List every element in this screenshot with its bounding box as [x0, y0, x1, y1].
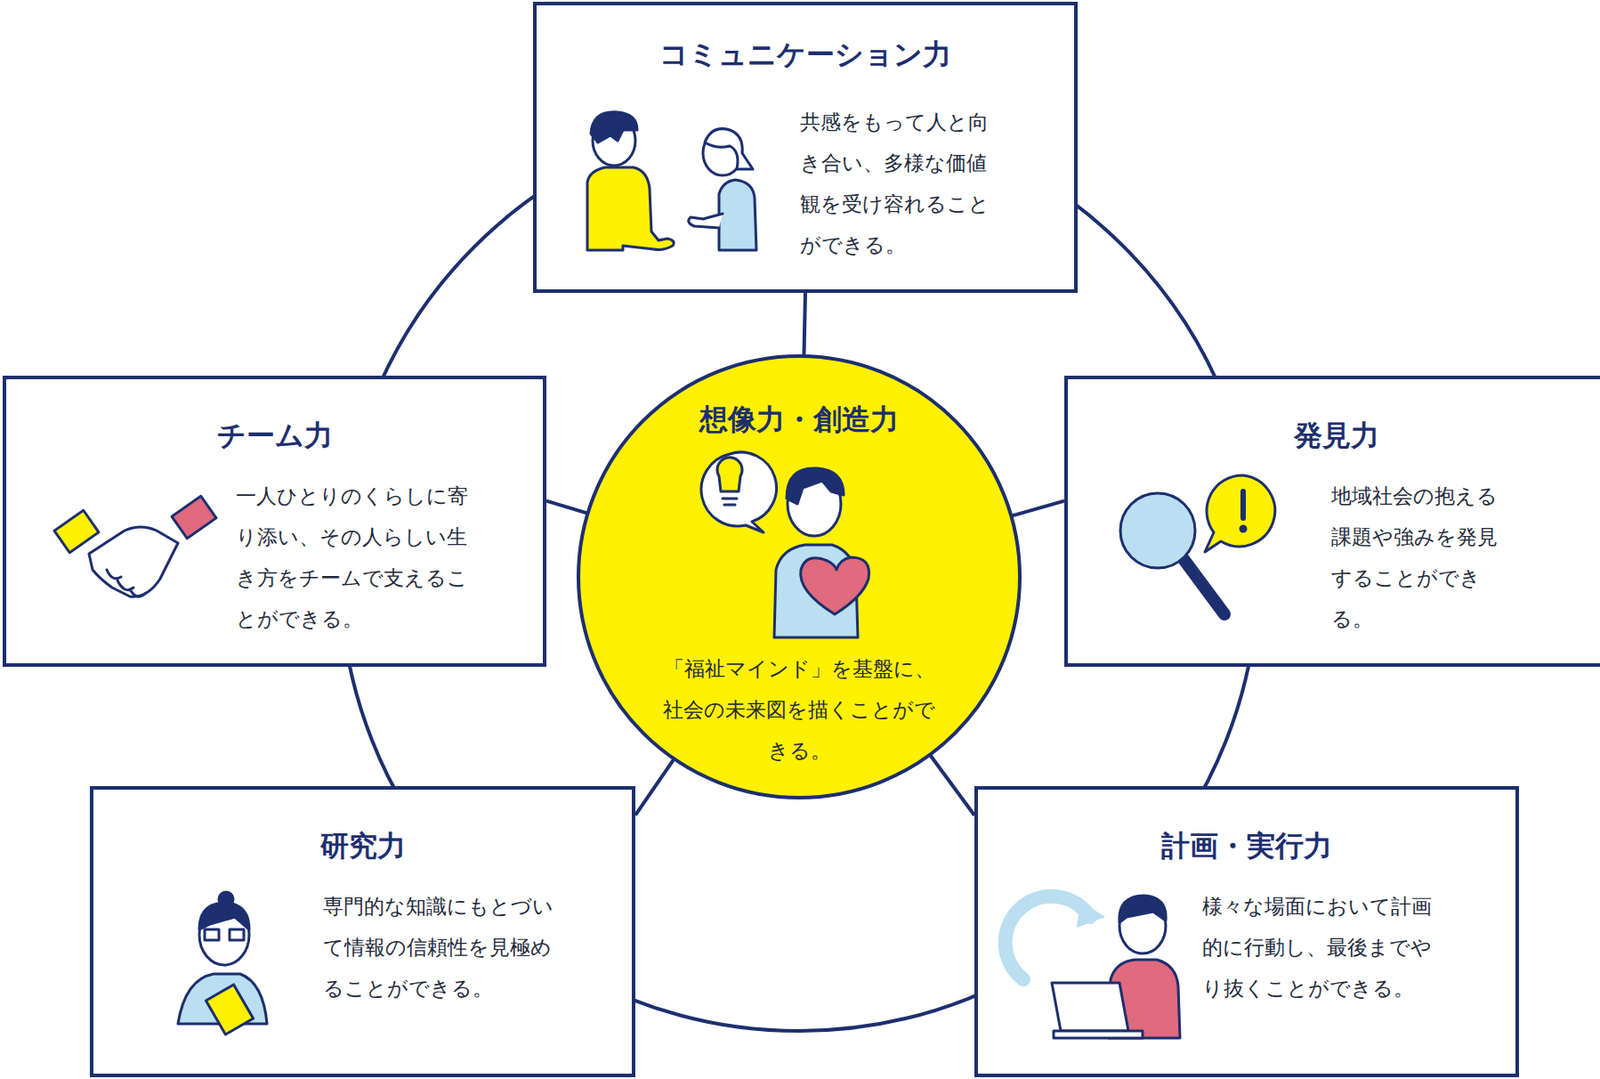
box-body: 一人ひとりのくらしに寄り添い、その人らしい生き方をチームで支えることができる。	[235, 475, 469, 639]
skill-box: チーム力一人ひとりのくらしに寄り添い、その人らしい生き方をチームで支えることがで…	[2, 375, 547, 667]
core-circle: 想像力・創造力「福祉マインド」を基盤に、社会の未来図を描くことができる。	[576, 354, 1022, 800]
skill-box: 発見力地域社会の抱える課題や強みを発見することができる。	[1064, 375, 1600, 667]
skill-box: 研究力専門的な知識にもとづいて情報の信頼性を見極めることができる。	[89, 785, 636, 1077]
skill-box: コミュニケーション力共感をもって人と向き合い、多様な価値観を受け容れることができ…	[533, 1, 1078, 293]
box-body: 様々な場面において計画的に行動し、最後までやり抜くことができる。	[1202, 885, 1436, 1009]
connector-line	[929, 754, 975, 816]
connector-line	[546, 501, 589, 514]
box-title: コミュニケーション力	[536, 35, 1075, 75]
box-title: 想像力・創造力	[580, 400, 1019, 440]
box-body: 共感をもって人と向き合い、多様な価値観を受け容れることができる。	[800, 101, 993, 266]
box-title: 計画・実行力	[977, 826, 1516, 866]
box-body: 「福祉マインド」を基盤に、社会の未来図を描くことができる。	[662, 647, 937, 771]
box-title: 発見力	[1067, 416, 1600, 456]
connector-line	[635, 758, 675, 815]
skill-box: 計画・実行力様々な場面において計画的に行動し、最後までやり抜くことができる。	[974, 785, 1520, 1077]
connector-line	[803, 292, 806, 356]
box-title: 研究力	[93, 826, 632, 866]
box-title: チーム力	[6, 416, 543, 456]
box-body: 地域社会の抱える課題や強みを発見することができる。	[1331, 475, 1504, 639]
connector-line	[1010, 501, 1065, 517]
box-body: 専門的な知識にもとづいて情報の信頼性を見極めることができる。	[323, 885, 557, 1009]
